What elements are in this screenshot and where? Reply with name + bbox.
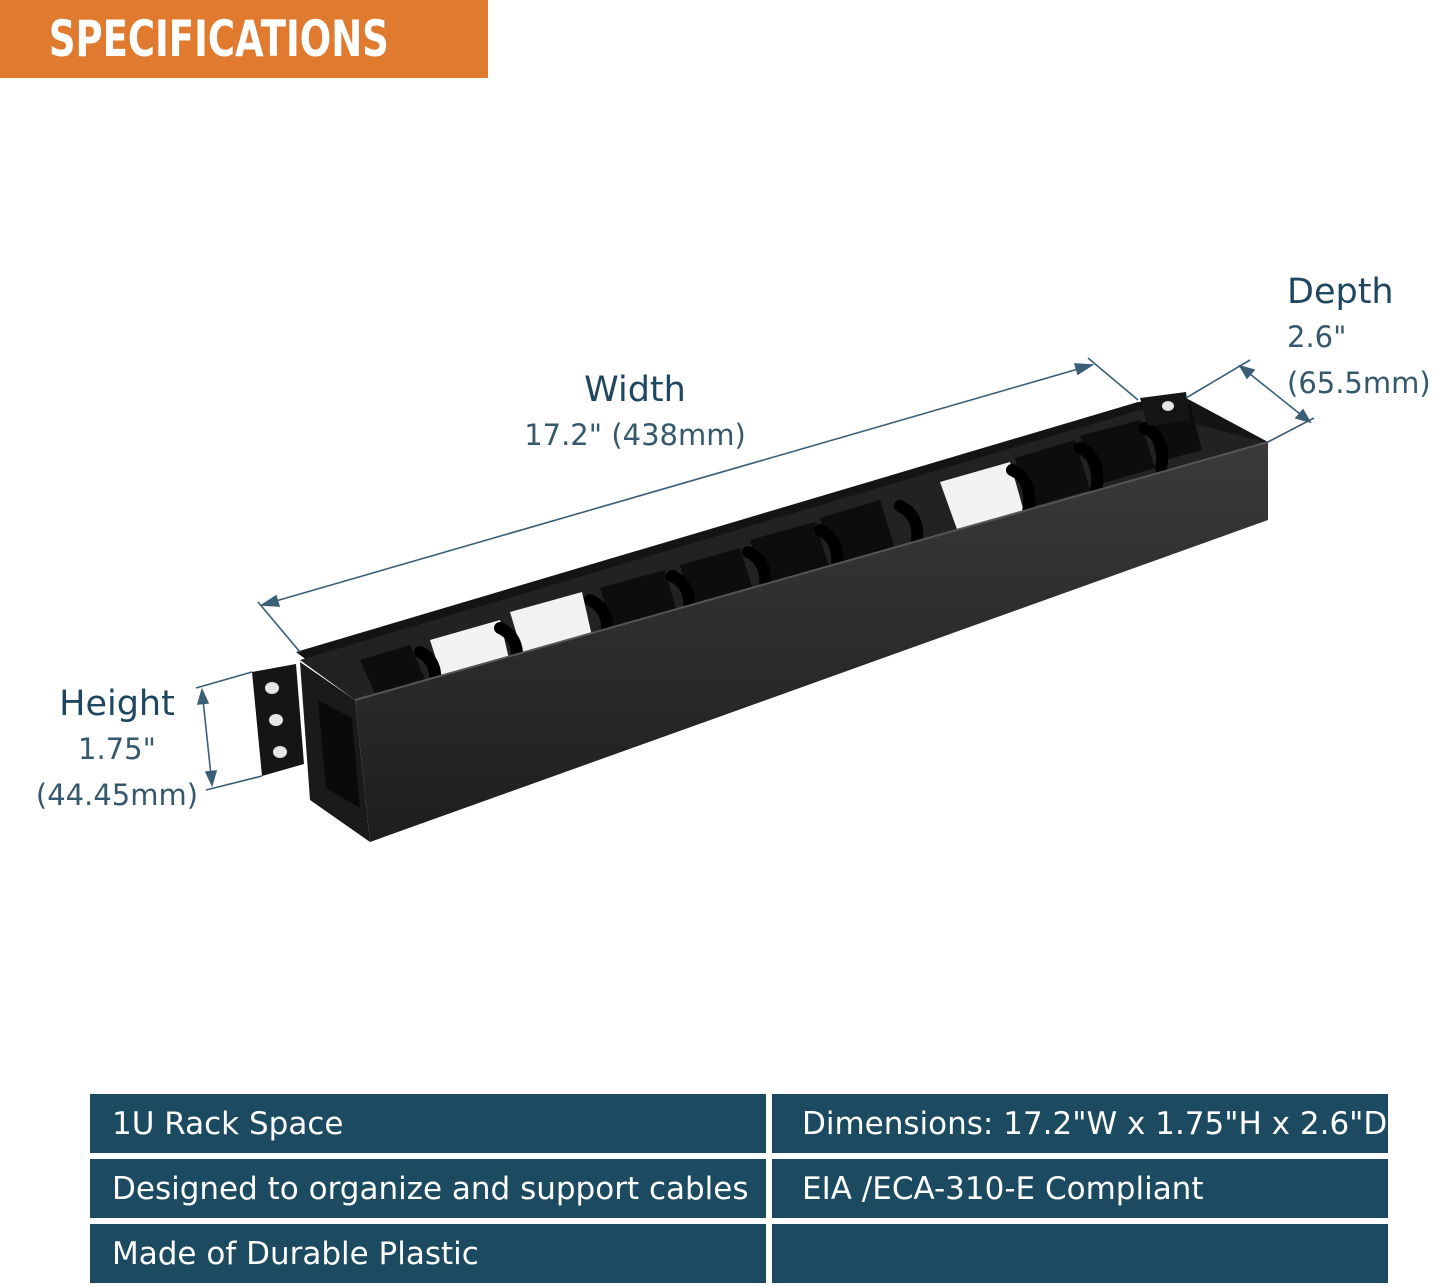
spec-cell-empty bbox=[772, 1224, 1388, 1283]
height-value-inches: 1.75" bbox=[78, 732, 156, 766]
dimension-lines bbox=[195, 357, 1315, 791]
mounting-holes bbox=[265, 682, 287, 758]
depth-value-inches: 2.6" bbox=[1287, 320, 1347, 354]
cable-manager-illustration bbox=[195, 357, 1315, 842]
height-label: Height bbox=[59, 684, 175, 724]
specifications-table: 1U Rack Space Dimensions: 17.2"W x 1.75"… bbox=[90, 1094, 1388, 1283]
spec-cell: Dimensions: 17.2"W x 1.75"H x 2.6"D bbox=[772, 1094, 1388, 1153]
width-dimension: Width 17.2" (438mm) bbox=[505, 368, 765, 458]
spec-cell: EIA /ECA-310-E Compliant bbox=[772, 1159, 1388, 1218]
spec-cell: Made of Durable Plastic bbox=[90, 1224, 766, 1283]
depth-dimension: Depth 2.6" (65.5mm) bbox=[1287, 270, 1431, 406]
banner-title: SPECIFICATIONS bbox=[48, 10, 389, 68]
height-dimension: Height 1.75" (44.45mm) bbox=[22, 682, 212, 818]
height-value-mm: (44.45mm) bbox=[35, 778, 199, 812]
specifications-banner: SPECIFICATIONS bbox=[0, 0, 488, 78]
depth-label: Depth bbox=[1287, 272, 1394, 312]
spec-cell: Designed to organize and support cables bbox=[90, 1159, 766, 1218]
front-cover bbox=[355, 442, 1268, 842]
width-label: Width bbox=[584, 370, 686, 410]
spec-cell: 1U Rack Space bbox=[90, 1094, 766, 1153]
depth-value-mm: (65.5mm) bbox=[1287, 366, 1431, 400]
width-value: 17.2" (438mm) bbox=[524, 418, 746, 452]
